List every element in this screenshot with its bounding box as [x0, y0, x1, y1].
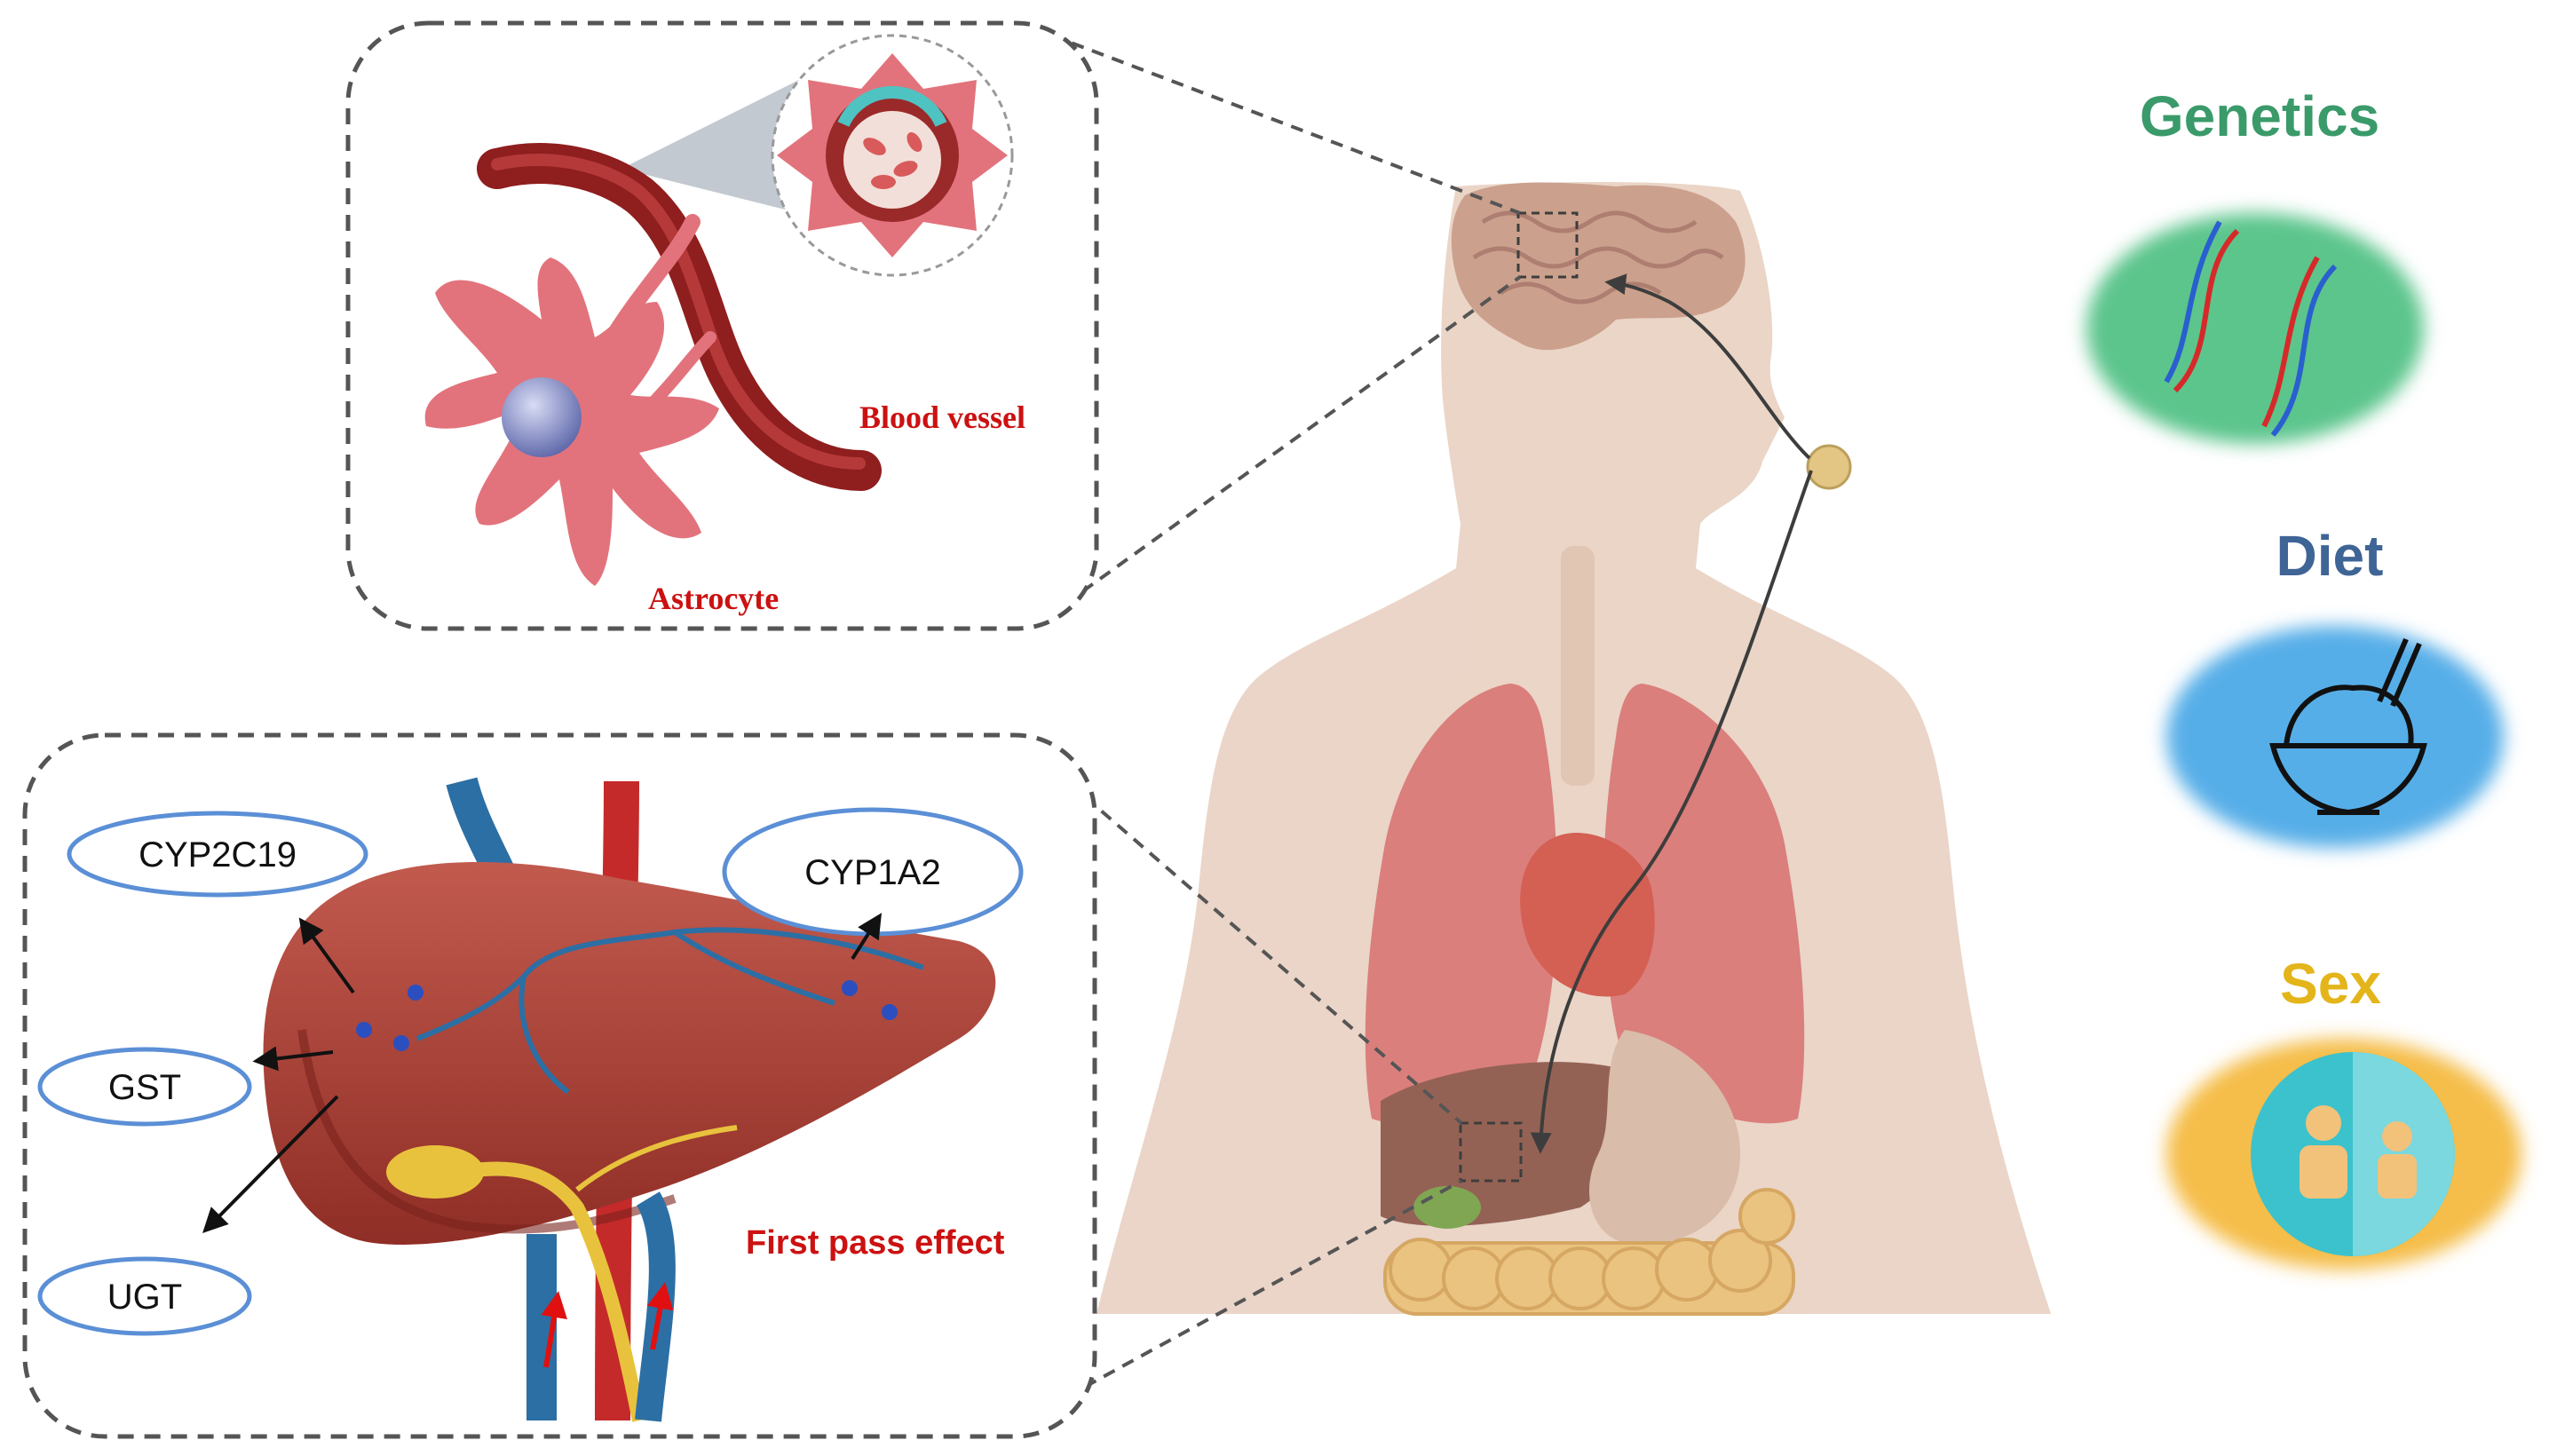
trachea	[1561, 546, 1595, 786]
svg-text:CYP1A2: CYP1A2	[804, 853, 940, 892]
pointer-cyp1a2	[851, 913, 883, 961]
right-lung	[1365, 684, 1557, 1124]
diet-cloud	[2166, 626, 2504, 848]
heart	[1520, 833, 1655, 997]
intestines	[1383, 1188, 1795, 1316]
enzyme-cyp1a2: CYP1A2	[722, 807, 1024, 937]
first-pass-label: First pass effect	[746, 1224, 1005, 1262]
human-body-figure	[1096, 182, 2051, 1316]
brain-inset: Blood vessel Astrocyte	[345, 20, 1099, 631]
enzyme-ugt: UGT	[37, 1256, 252, 1336]
factor-genetics: Genetics	[2086, 84, 2424, 444]
liver-inset: CYP2C19 CYP1A2 GST UGT First pass effect	[22, 732, 1097, 1439]
brain	[1451, 182, 1746, 351]
flow-arrow-2	[646, 1282, 674, 1350]
left-lung	[1603, 684, 1805, 1124]
dna-icon	[2164, 220, 2338, 437]
pointer-gst	[252, 1046, 334, 1072]
liver-focus-box	[1459, 1121, 1523, 1183]
rice-bowl-icon	[2269, 637, 2427, 816]
gallbladder	[1413, 1186, 1481, 1229]
diet-title: Diet	[2276, 524, 2384, 588]
enzyme-dots	[356, 980, 898, 1051]
liver-organ	[1381, 1062, 1630, 1226]
brain-focus-box	[1516, 211, 1579, 279]
genetics-cloud	[2086, 213, 2424, 444]
svg-text:GST: GST	[108, 1068, 181, 1107]
sex-title: Sex	[2280, 952, 2381, 1016]
astrocyte-label: Astrocyte	[648, 581, 779, 616]
factor-sex: Sex	[2166, 952, 2521, 1270]
flow-arrow-1	[541, 1291, 567, 1368]
blood-vessel-label: Blood vessel	[859, 400, 1025, 435]
svg-text:CYP2C19: CYP2C19	[139, 835, 297, 874]
enzyme-cyp2c19: CYP2C19	[67, 811, 368, 898]
astrocyte-nucleus	[502, 377, 582, 457]
factor-diet: Diet	[2166, 524, 2504, 848]
pointer-ugt	[202, 1095, 339, 1233]
pointer-cyp2c19	[298, 917, 355, 994]
people-icon	[2300, 1105, 2417, 1199]
enzyme-gst: GST	[37, 1047, 252, 1127]
stomach	[1589, 1030, 1740, 1245]
pill-to-brain-arrow	[1604, 273, 1811, 460]
magnifier-cone	[621, 80, 799, 213]
pill-icon	[1806, 444, 1852, 490]
svg-text:UGT: UGT	[107, 1278, 182, 1317]
genetics-title: Genetics	[2140, 84, 2379, 148]
pill-to-liver-arrow	[1530, 470, 1813, 1154]
